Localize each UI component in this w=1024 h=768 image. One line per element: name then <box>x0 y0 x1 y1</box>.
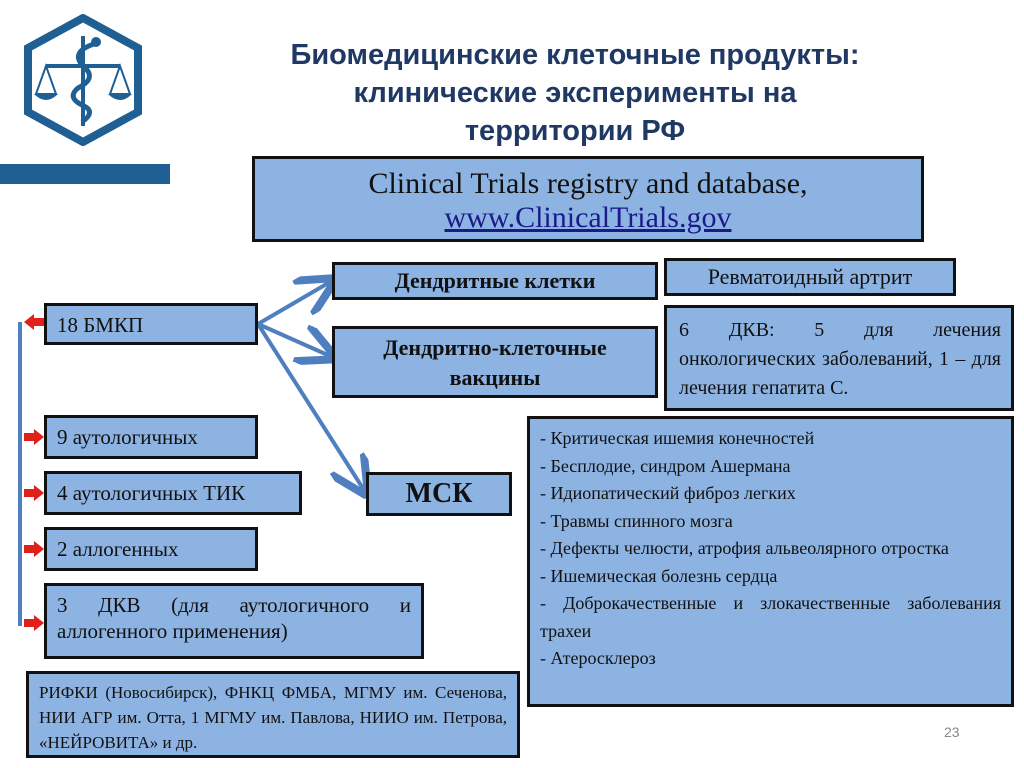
red-arrow-4 <box>24 485 44 501</box>
arrow-to-dendritic-cells <box>256 282 330 326</box>
allogeneic-box: 2 аллогенных <box>44 527 258 571</box>
msk-indications-box: - Критическая ишемия конечностей - Беспл… <box>527 416 1014 707</box>
title-line-3: территории РФ <box>464 115 686 147</box>
bmkp-total-label: 18 БМКП <box>57 313 144 337</box>
msk-item: - Доброкачественные и злокачественные за… <box>540 593 1001 641</box>
page-number: 23 <box>944 724 960 740</box>
autologous-label: 9 аутологичных <box>57 425 198 449</box>
slide-title: Биомедицинские клеточные продукты: клини… <box>180 36 970 150</box>
dkv-note-text: 6 ДКВ: 5 для лечения онкологических забо… <box>679 319 1001 399</box>
dkv-label: 3 ДКВ (для аутологичного и аллогенного п… <box>57 593 411 643</box>
msk-item: - Атеросклероз <box>540 648 656 668</box>
allogeneic-label: 2 аллогенных <box>57 537 179 561</box>
title-line-2: клинические эксперименты на <box>353 77 797 109</box>
red-arrow-3 <box>24 615 44 631</box>
institutions-box: РИФКИ (Новосибирск), ФНКЦ ФМБА, МГМУ им.… <box>26 671 520 758</box>
arrow-to-dendritic-vaccines <box>257 322 330 356</box>
dkv-box: 3 ДКВ (для аутологичного и аллогенного п… <box>44 583 424 659</box>
red-arrow-18 <box>24 314 44 330</box>
msk-item: - Дефекты челюсти, атрофия альвеолярного… <box>540 538 949 558</box>
dendritic-vaccines-box: Дендритно-клеточные вакцины <box>332 326 658 398</box>
dendritic-vaccines-label: Дендритно-клеточные вакцины <box>383 335 607 390</box>
msk-item: - Критическая ишемия конечностей <box>540 428 815 448</box>
institutions-text: РИФКИ (Новосибирск), ФНКЦ ФМБА, МГМУ им.… <box>39 683 507 752</box>
red-pointer-arrows <box>24 314 44 631</box>
accent-bar <box>0 164 170 184</box>
red-arrow-9 <box>24 429 44 445</box>
dendritic-cells-box: Дендритные клетки <box>332 262 658 300</box>
registry-text: Clinical Trials registry and database, <box>368 167 808 200</box>
msk-label: МСК <box>405 478 473 509</box>
msk-item: - Идиопатический фиброз легких <box>540 483 796 503</box>
dendritic-cells-label: Дендритные клетки <box>394 268 596 293</box>
msk-box: МСК <box>366 472 512 516</box>
autologous-tik-box: 4 аутологичных ТИК <box>44 471 302 515</box>
caduceus-scales-logo <box>22 13 144 147</box>
rheumatoid-box: Ревматоидный артрит <box>664 258 956 296</box>
red-arrow-2 <box>24 541 44 557</box>
clinicaltrials-link[interactable]: www.ClinicalTrials.gov <box>444 201 732 234</box>
msk-item: - Бесплодие, синдром Ашермана <box>540 455 791 476</box>
msk-item: - Ишемическая болезнь сердца <box>540 565 778 586</box>
arrow-to-msk <box>256 322 364 490</box>
bmkp-total-box: 18 БМКП <box>44 303 258 345</box>
autologous-box: 9 аутологичных <box>44 415 258 459</box>
msk-item: - Травмы спинного мозга <box>540 510 733 531</box>
rheumatoid-label: Ревматоидный артрит <box>707 264 913 289</box>
autologous-tik-label: 4 аутологичных ТИК <box>57 481 246 505</box>
dkv-note-box: 6 ДКВ: 5 для лечения онкологических забо… <box>664 305 1014 411</box>
registry-box: Clinical Trials registry and database, w… <box>252 156 924 242</box>
title-line-1: Биомедицинские клеточные продукты: <box>290 39 860 71</box>
